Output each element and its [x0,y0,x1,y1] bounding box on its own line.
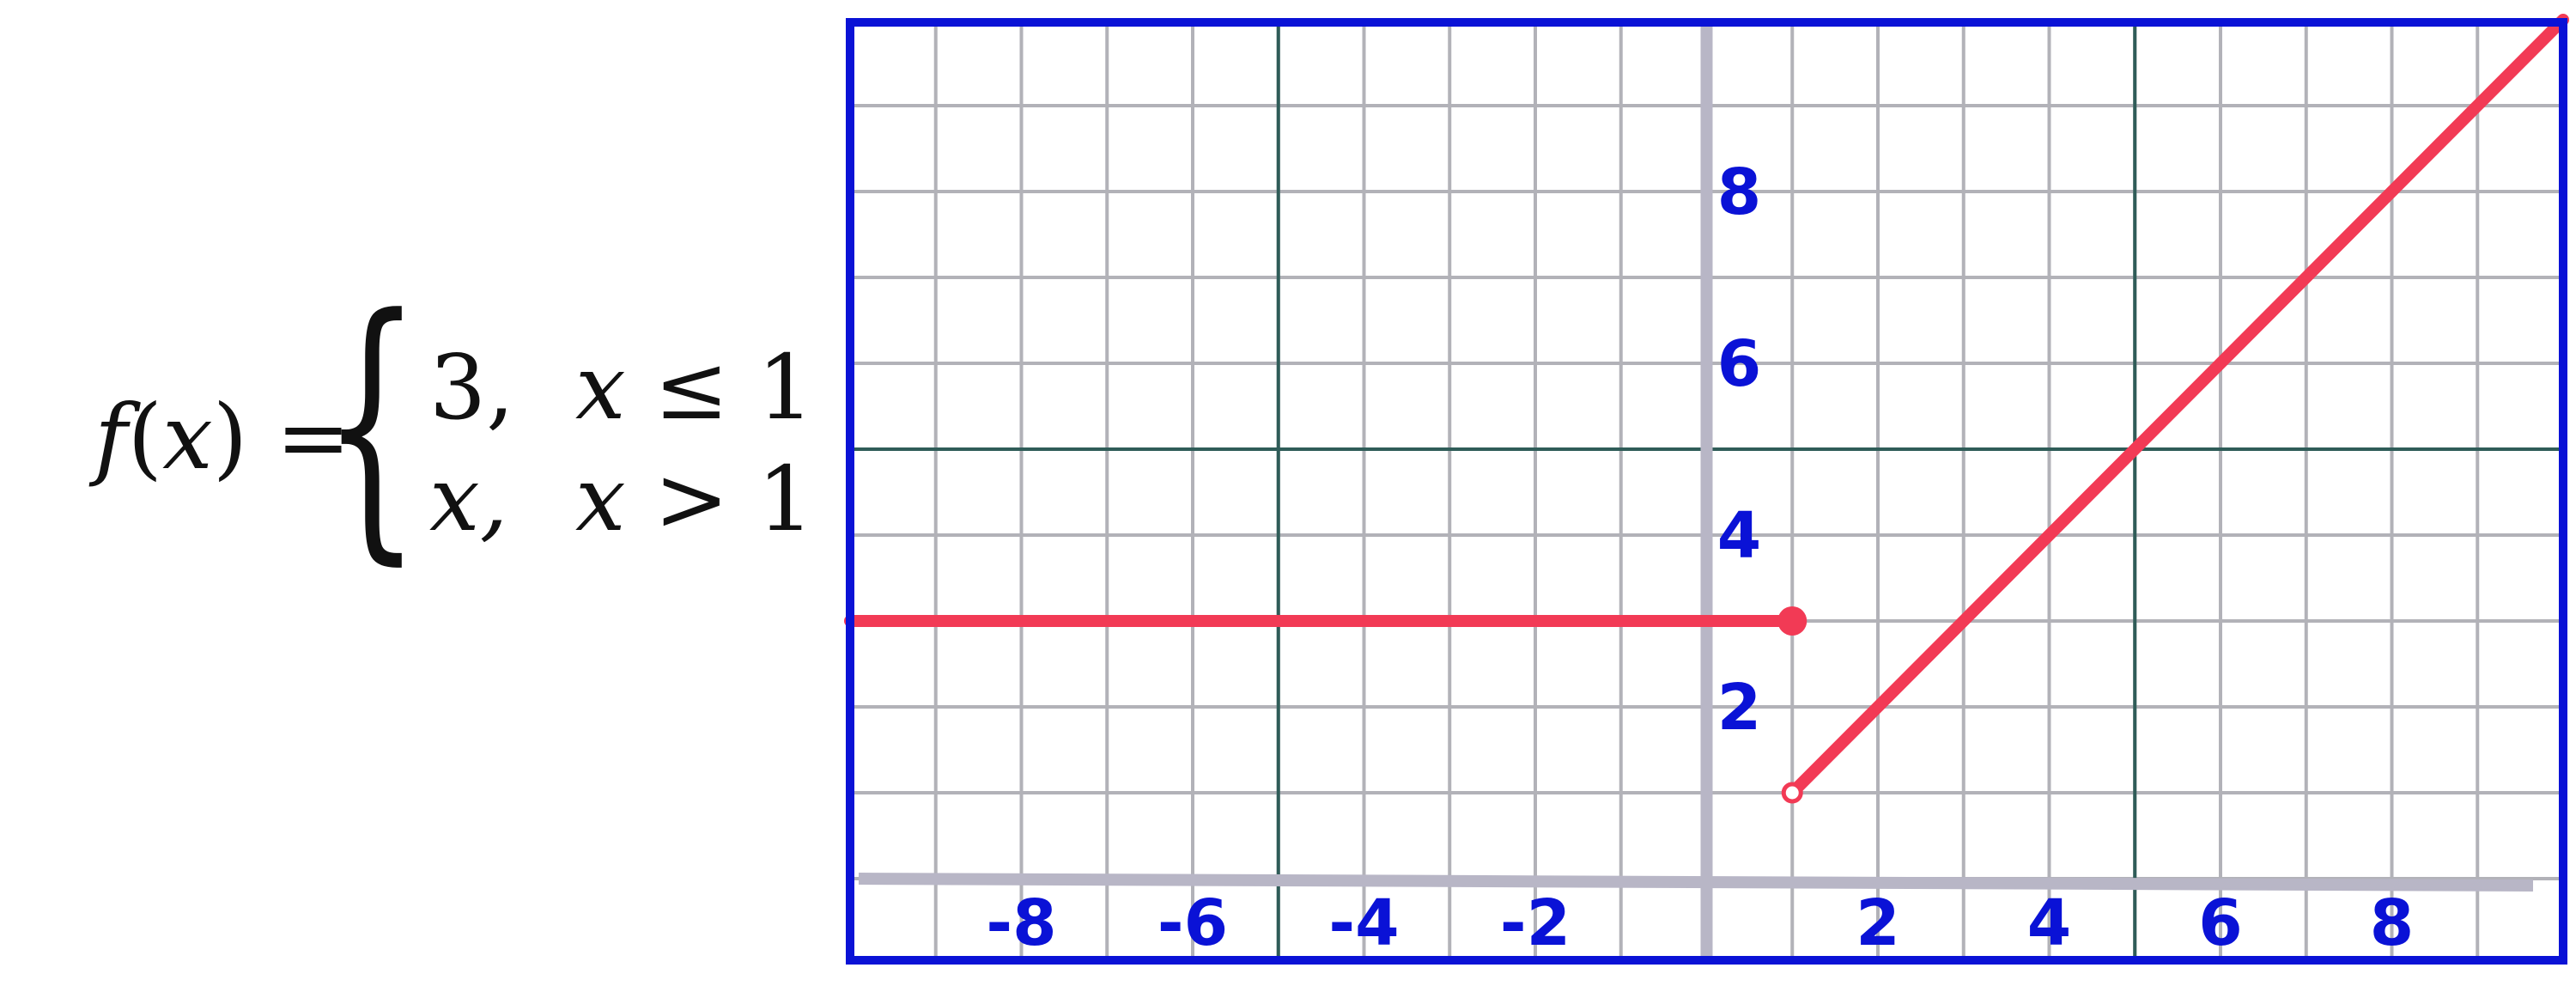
closed-endpoint [1777,606,1807,636]
case-1-cond-num: 1 [756,335,815,440]
piecewise-formula: f(x) = { 3, x ≤ 1 x, x > 1 [86,282,814,575]
y-tick-label: 2 [1717,671,1762,745]
x-tick-label: -8 [986,886,1056,960]
x-tick-label: -2 [1500,886,1571,960]
case-2-cond-var: x [575,447,626,551]
case-1-value: 3, [429,335,515,440]
case-1-cond-var: x [575,335,626,440]
case-2-condition: x > 1 [575,447,814,551]
y-tick-label: 8 [1717,155,1762,229]
case-2-cond-op: > [625,447,757,551]
function-name: f [94,385,128,490]
equals-sign: = [247,385,351,490]
x-tick-label: 4 [2027,886,2072,960]
x-tick-label: -4 [1328,886,1399,960]
x-tick-label: -6 [1157,886,1228,960]
function-arg: x [162,385,213,490]
x-tick-label: 8 [2370,886,2415,960]
open-paren: ( [127,385,163,490]
x-tick-label: 6 [2198,886,2243,960]
close-paren: ) [212,385,248,490]
formula-lhs: f(x) = [94,385,351,490]
y-tick-label: 6 [1717,327,1762,401]
case-row-2: x, x > 1 [429,447,859,551]
case-row-1: 3, x ≤ 1 [429,335,859,440]
case-2-value: x, [429,447,508,551]
open-endpoint [1781,782,1803,804]
y-tick-label: 4 [1717,499,1762,573]
chart-frame [846,18,2567,965]
case-1-condition: x ≤ 1 [575,335,814,440]
function-piece-2 [1786,14,2569,799]
x-axis [858,873,2534,892]
left-brace: { [322,259,422,588]
case-2-cond-num: 1 [756,447,815,551]
x-tick-label: 2 [1856,886,1900,960]
case-1-cond-op: ≤ [625,335,757,440]
